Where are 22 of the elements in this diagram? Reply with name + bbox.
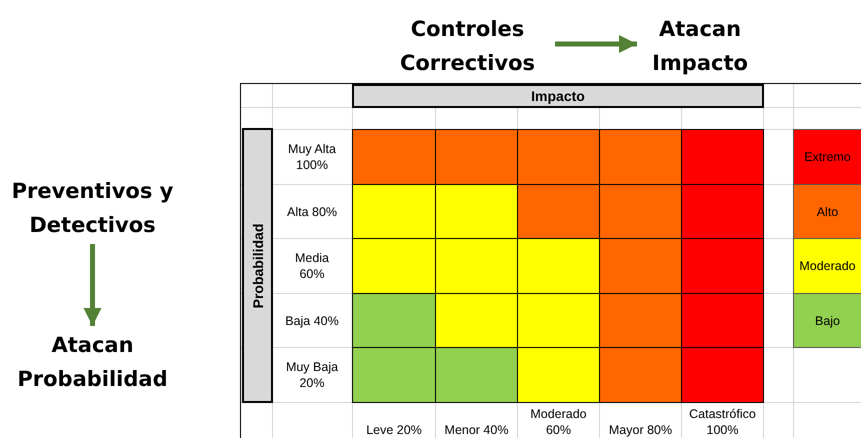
legend-item: Alto — [793, 184, 861, 239]
row-label: Muy Baja 20% — [284, 359, 340, 392]
column-label: Catastrófico 100% — [688, 406, 757, 438]
heading-text: Atacan Probabilidad — [0, 326, 185, 398]
row-label: Baja 40% — [284, 312, 340, 330]
column-label: Moderado 60% — [529, 406, 588, 438]
row-label: Alta 80% — [286, 204, 338, 220]
legend-item: Extremo — [793, 129, 861, 185]
column-label: Leve 20% — [365, 422, 423, 438]
axis-title: Probabilidad — [242, 128, 273, 403]
axis-title: Impacto — [352, 84, 764, 108]
legend-item: Moderado — [793, 238, 861, 294]
row-label: Media 60% — [294, 250, 330, 283]
legend-item: Bajo — [793, 293, 861, 348]
heading-text: Atacan Impacto — [637, 12, 763, 80]
heading-text: Controles Correctivos — [380, 12, 555, 80]
arrow — [555, 35, 637, 53]
column-label: Mayor 80% — [608, 422, 674, 438]
row-label: Muy Alta 100% — [287, 141, 337, 174]
arrow — [84, 244, 102, 326]
column-label: Menor 40% — [444, 422, 510, 438]
heading-text: Preventivos y Detectivos — [0, 172, 185, 244]
